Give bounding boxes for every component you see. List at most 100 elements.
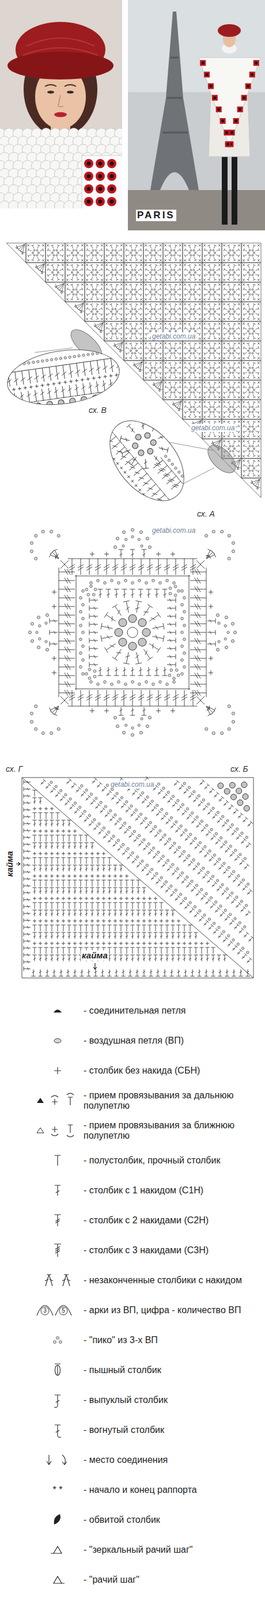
watermark-holder: getabi.com.ua <box>150 332 197 341</box>
shawl-motif <box>245 83 252 90</box>
flower-motif <box>107 171 117 181</box>
front-loop-symbol <box>36 1127 44 1134</box>
flower-center <box>86 161 92 166</box>
legend-text: - "пико" из 3-х ВП <box>83 1335 257 1346</box>
shawl-motif <box>207 83 214 90</box>
bullion-stitch-symbol <box>54 1514 61 1525</box>
legend-row: - столбик с 2 накидами (С2Н) <box>83 1215 257 1226</box>
arch-count: 3 <box>43 1308 47 1315</box>
back-loop-symbol <box>36 1098 44 1104</box>
chain-symbol <box>54 1038 62 1044</box>
flower-center <box>110 161 115 166</box>
legend-row: - воздушная петля (ВП) <box>83 1035 257 1047</box>
legend-text: - соединительная петля <box>83 1005 257 1017</box>
shawl-motif <box>249 71 256 78</box>
border-label-holder: кайма <box>80 950 109 961</box>
watermark: getabi.com.ua <box>109 780 155 789</box>
flower-center <box>86 199 92 204</box>
zoom-callout <box>2 342 128 414</box>
flower-center <box>110 187 115 192</box>
chain-loops <box>28 528 237 737</box>
flower-motif <box>95 184 105 194</box>
flower-motif <box>84 197 94 207</box>
legend-row: - прием провязывания за ближнюю полупетл… <box>83 1120 257 1142</box>
magazine-title-holder: PARIS <box>135 209 177 222</box>
stitch-lines <box>49 549 217 717</box>
legend-text: - столбик с 2 накидами (С2Н) <box>83 1215 257 1226</box>
flower-center <box>86 174 92 179</box>
flower-center <box>98 174 103 179</box>
legend-symbols <box>36 1009 74 1584</box>
motif-center <box>226 142 230 146</box>
watermark-holder: getabi.com.ua <box>150 526 197 535</box>
legend-text: - место соединения <box>83 1455 257 1466</box>
legend-text: - полустолбик, прочный столбик <box>83 1155 257 1166</box>
shawl-motif <box>224 129 230 136</box>
large-chain-loops <box>127 428 161 461</box>
legend-row: - место соединения <box>83 1455 257 1466</box>
flower-motif <box>95 171 105 181</box>
stitch-lines <box>95 402 203 514</box>
legend-text: - "зеркальный рачий шаг" <box>83 1545 257 1556</box>
arch-count-circle <box>40 1307 49 1316</box>
scheme-label-holder: сх. Б <box>229 764 250 775</box>
repeat-mark-holder: * * <box>53 1485 63 1495</box>
tower-platforms <box>162 57 188 133</box>
shawl-motif <box>212 95 218 101</box>
legend-text: - обвитой столбик <box>83 1515 257 1526</box>
flower-motif <box>95 159 105 169</box>
legend-row: - начало и конец раппорта <box>83 1485 257 1496</box>
zoom-source <box>202 440 241 478</box>
hat-brim <box>7 51 114 80</box>
hat-texture <box>23 38 98 56</box>
hat <box>217 24 241 37</box>
magazine-title: PARIS <box>135 209 177 222</box>
motif-center <box>201 61 205 65</box>
motif-center <box>225 131 229 135</box>
eye <box>66 90 74 94</box>
arch-count-holder: 3 <box>43 1308 47 1315</box>
legend-text: - столбик без накида (СБН) <box>83 1065 257 1077</box>
legend-row: - "рачий шаг" <box>83 1575 257 1586</box>
legend-row: - обвитой столбик <box>83 1515 257 1526</box>
flower-center <box>98 199 103 204</box>
border-label: кайма <box>80 950 109 961</box>
scarf-panel <box>81 155 123 209</box>
flower-center <box>110 174 115 179</box>
boot <box>221 150 228 225</box>
photo-background <box>127 0 265 231</box>
shawl <box>198 57 261 147</box>
scheme-label-holder: сх. Г <box>4 764 24 775</box>
mirror-crab-symbol <box>53 1546 62 1554</box>
callout-ground <box>95 407 199 516</box>
slip-stitch-symbol <box>53 1009 62 1013</box>
motif-center <box>213 96 217 100</box>
large-chain-loops <box>114 614 151 651</box>
eye <box>47 90 55 94</box>
photo-background <box>0 0 123 209</box>
motif-center <box>246 84 250 88</box>
flower-motif <box>95 197 105 207</box>
repeat-mark: * * <box>53 1485 63 1495</box>
chain-loops <box>53 1337 63 1345</box>
boot <box>231 150 238 225</box>
scheme-label: сх. А <box>195 509 217 520</box>
callout-content <box>95 402 203 514</box>
legend-row: - пышный столбик <box>83 1365 257 1376</box>
flower-motif <box>107 159 117 169</box>
nose <box>58 95 64 108</box>
border-chart <box>16 776 255 979</box>
legend-text: - пышный столбик <box>83 1365 257 1376</box>
legend-row: - "зеркальный рачий шаг" <box>83 1545 257 1556</box>
scheme-label-holder: сх. В <box>87 405 108 416</box>
watermark-holder: getabi.com.ua <box>190 424 236 433</box>
motif-center <box>242 96 246 100</box>
legend-text: - столбик с 3 накидами (С3Н) <box>83 1245 257 1256</box>
legend-text: - столбик с 1 накидом (С1Н) <box>83 1185 257 1196</box>
arch-count-circle <box>59 1307 68 1316</box>
border-label-holder: кайма <box>4 850 15 879</box>
scheme-label: сх. Б <box>229 764 250 775</box>
zoom-callout <box>93 402 203 516</box>
